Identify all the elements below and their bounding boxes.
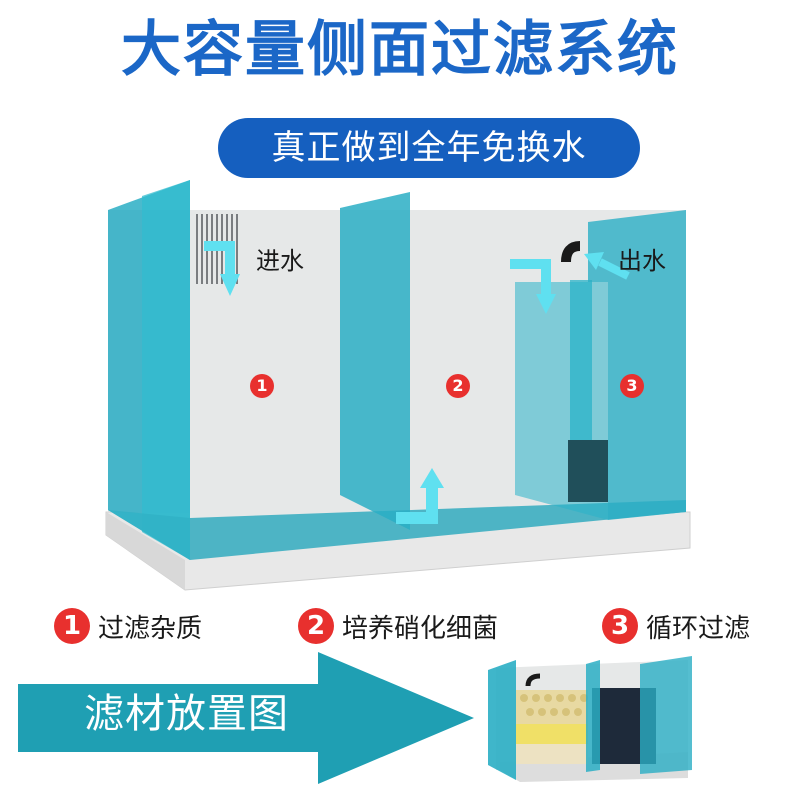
inflow-arrow-icon — [204, 241, 235, 276]
right-glass-panel — [588, 210, 686, 520]
overflow-arrow-icon — [510, 259, 551, 296]
upflow-arrow-icon — [396, 486, 438, 524]
legend-text: 循环过滤 — [646, 613, 751, 644]
outlet-pipe-icon — [561, 241, 581, 263]
legend-number: 2 — [298, 608, 334, 644]
chamber-3-badge: 3 — [620, 374, 644, 398]
media-banner-label: 滤材放置图 — [84, 691, 289, 737]
legend-item-circulation: 3 循环过滤 — [602, 606, 750, 646]
legend-text: 过滤杂质 — [98, 613, 203, 644]
outflow-label: 出水 — [618, 247, 666, 275]
sump-pump — [568, 440, 608, 502]
subheadline-pill: 真正做到全年免换水 — [218, 118, 640, 178]
legend-item-filter-impurities: 1 过滤杂质 — [54, 606, 202, 646]
divider-1 — [340, 192, 410, 530]
media-arrow — [18, 652, 474, 784]
chamber-2-badge: 2 — [446, 374, 470, 398]
legend-number: 3 — [602, 608, 638, 644]
legend-text: 培养硝化细菌 — [342, 613, 499, 644]
inflow-label: 进水 — [256, 247, 304, 275]
legend-item-nitrifying-bacteria: 2 培养硝化细菌 — [298, 606, 498, 646]
legend-number: 1 — [54, 608, 90, 644]
outflow-arrow-icon — [598, 258, 630, 280]
tank-floor — [190, 500, 686, 560]
chamber-1-badge: 1 — [250, 374, 274, 398]
headline: 大容量侧面过滤系统 — [121, 15, 679, 85]
media-tank-thumbnail — [488, 656, 692, 782]
